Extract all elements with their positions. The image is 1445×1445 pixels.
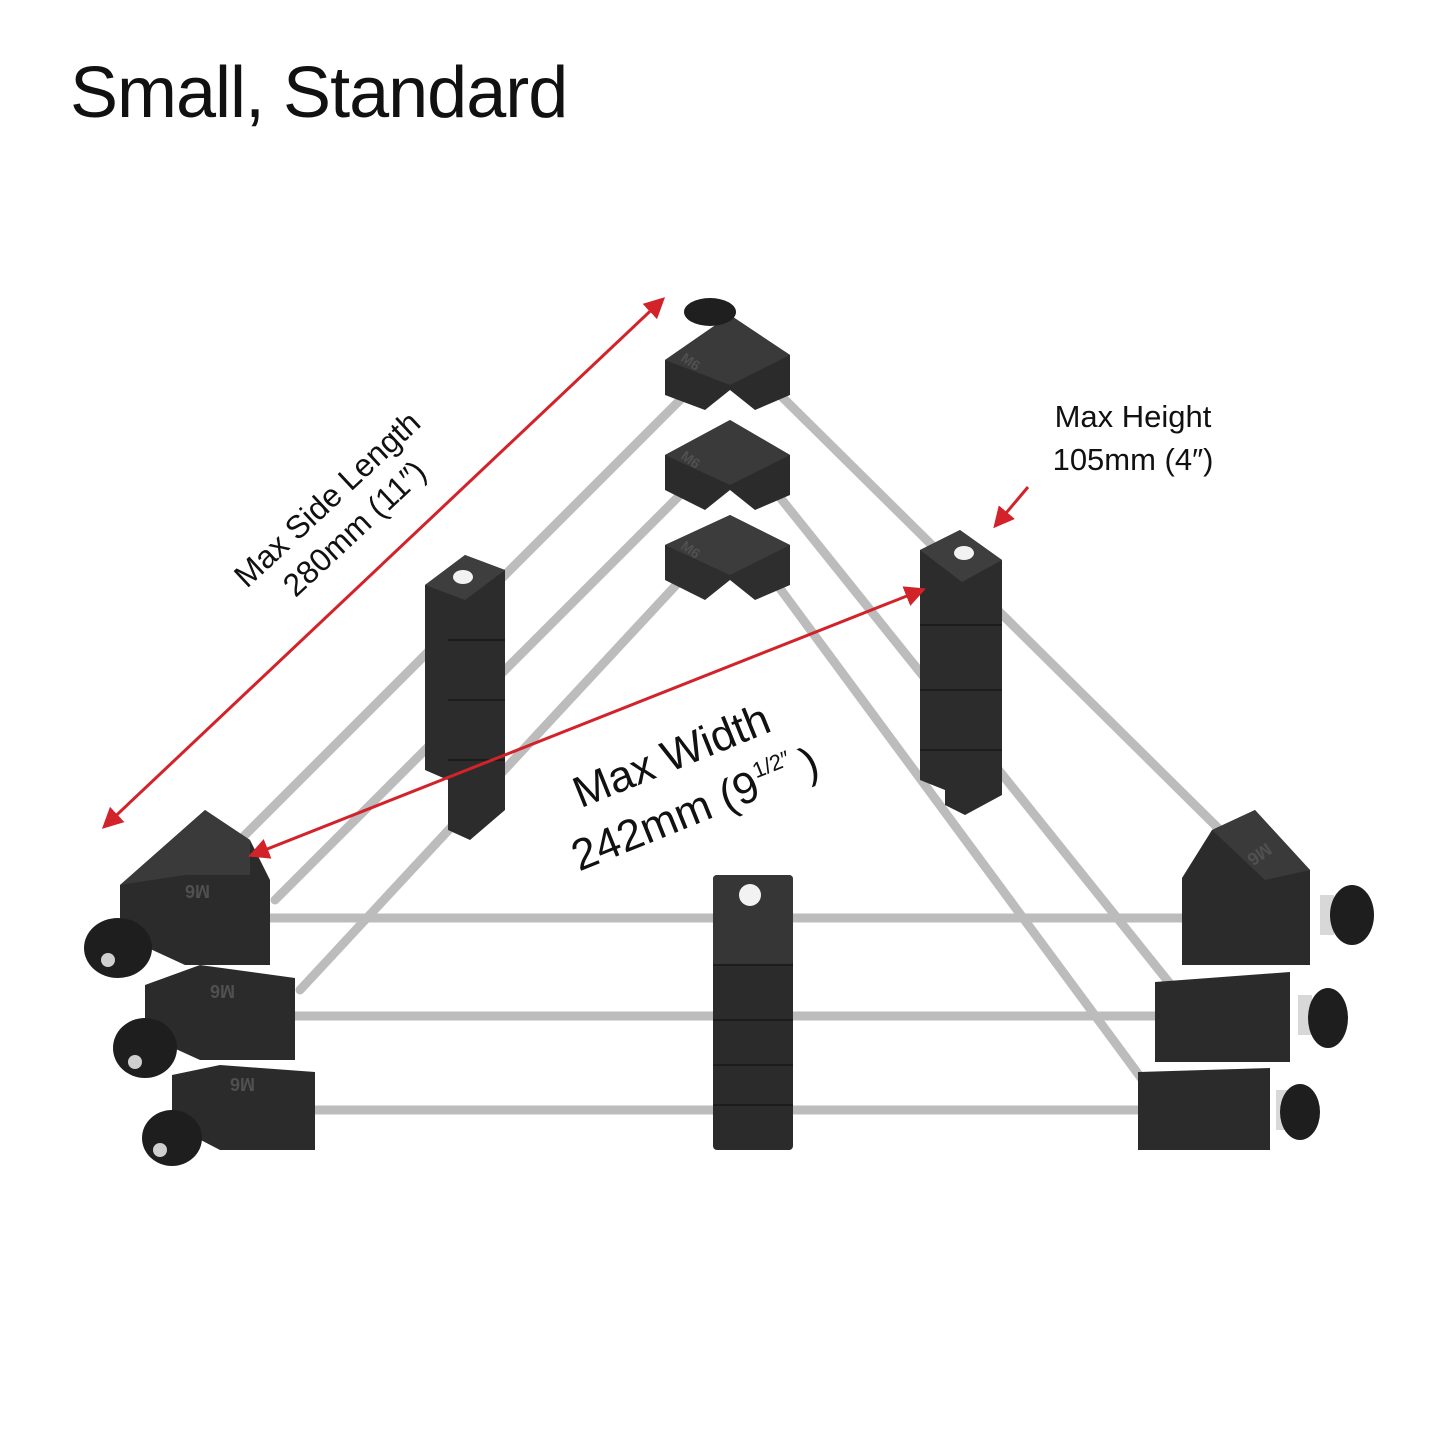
svg-text:): )	[794, 737, 826, 788]
knob-icon	[1320, 885, 1374, 945]
svg-text:Max Height: Max Height	[1055, 399, 1212, 434]
svg-text:105mm (4″): 105mm (4″)	[1053, 442, 1214, 477]
side-length-arrow-icon	[101, 297, 666, 829]
max-height-label: Max Height 105mm (4″)	[1053, 399, 1214, 477]
right-spacer-column	[920, 530, 1002, 815]
max-width-label: Max Width 242mm (9 1/2″ )	[564, 694, 826, 880]
front-left-corner-blocks: M6 M6 M6	[84, 810, 315, 1166]
knob-icon	[142, 1110, 202, 1166]
knob-icon	[1276, 1084, 1320, 1140]
svg-text:M6: M6	[230, 1074, 255, 1094]
width-arrow-icon	[248, 586, 926, 859]
svg-text:1/2″: 1/2″	[749, 745, 794, 783]
back-corner-blocks: M6 M6 M6	[665, 298, 790, 600]
pin-icon	[739, 884, 761, 906]
max-side-length-label: Max Side Length 280mm (11″)	[227, 404, 433, 603]
knob-icon	[684, 298, 736, 326]
height-arrow-icon	[993, 486, 1030, 529]
knob-icon	[1298, 988, 1348, 1048]
left-spacer-column	[425, 555, 505, 840]
dimension-arrows	[101, 297, 1030, 859]
page-title: Small, Standard	[70, 53, 568, 133]
knob-icon	[113, 1018, 177, 1078]
front-spacer-column	[713, 875, 793, 1150]
pin-icon	[954, 546, 974, 560]
knob-icon	[84, 918, 152, 978]
pin-icon	[453, 570, 473, 584]
svg-text:M6: M6	[210, 981, 235, 1001]
front-right-corner-blocks: M6	[1138, 810, 1374, 1150]
svg-text:M6: M6	[185, 881, 210, 901]
